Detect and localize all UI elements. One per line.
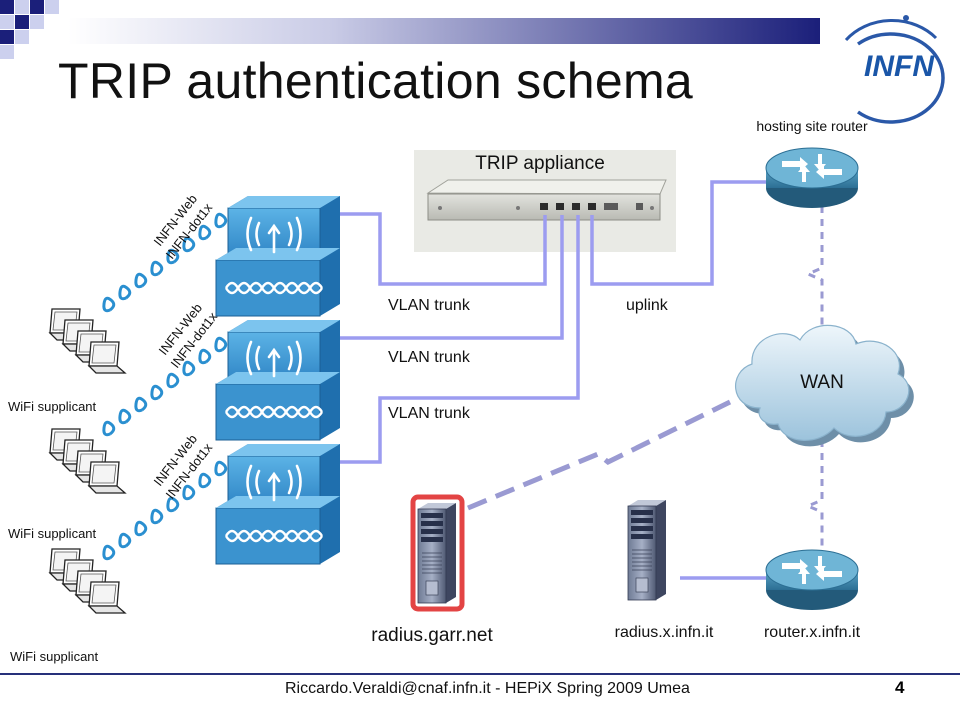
slide-title: TRIP authentication schema bbox=[58, 53, 693, 109]
footer-text: Riccardo.Veraldi@cnaf.infn.it - HEPiX Sp… bbox=[285, 680, 690, 697]
radius-garr-server-icon bbox=[417, 502, 457, 604]
vlan-trunk-link-1 bbox=[322, 212, 547, 286]
header-bar bbox=[68, 18, 820, 44]
vlan-trunk-label-1: VLAN trunk bbox=[388, 297, 471, 314]
access-point-1 bbox=[214, 194, 342, 318]
vlan-trunk-link-2 bbox=[322, 215, 564, 340]
vlan-trunk-label-2: VLAN trunk bbox=[388, 349, 471, 366]
garr-wan-link bbox=[467, 399, 732, 511]
hosting-router-label: hosting site router bbox=[756, 118, 868, 134]
laptop-group-3 bbox=[50, 549, 125, 613]
wan-cloud bbox=[735, 324, 914, 447]
page-number: 4 bbox=[895, 678, 905, 697]
radius-garr-label: radius.garr.net bbox=[371, 625, 493, 646]
infn-logo: INFN bbox=[844, 15, 945, 124]
access-point-3 bbox=[214, 442, 342, 566]
wifi-supplicant-label-3: WiFi supplicant bbox=[10, 649, 99, 664]
network-links bbox=[322, 180, 766, 580]
laptop-group-1 bbox=[50, 309, 125, 373]
wan-label: WAN bbox=[800, 372, 844, 393]
uplink-label: uplink bbox=[626, 297, 669, 314]
local-router-icon bbox=[765, 549, 859, 611]
vlan-trunk-label-3: VLAN trunk bbox=[388, 405, 471, 422]
trip-appliance-label: TRIP appliance bbox=[475, 153, 605, 174]
wifi-supplicant-label-2: WiFi supplicant bbox=[8, 526, 97, 541]
infn-logo-text: INFN bbox=[864, 50, 935, 83]
laptop-group-2 bbox=[50, 429, 125, 493]
router-local-label: router.x.infn.it bbox=[764, 624, 861, 641]
access-point-2 bbox=[214, 318, 342, 442]
vlan-trunk-link-3 bbox=[322, 215, 580, 464]
wan-links bbox=[804, 206, 824, 555]
wifi-supplicant-label-1: WiFi supplicant bbox=[8, 399, 97, 414]
wifi-waves bbox=[102, 212, 228, 561]
radius-local-server-icon bbox=[627, 499, 667, 601]
garr-server-highlight bbox=[410, 494, 465, 612]
radius-local-label: radius.x.infn.it bbox=[615, 624, 714, 641]
footer-separator bbox=[0, 673, 960, 675]
hosting-router-icon bbox=[765, 147, 859, 209]
uplink-link bbox=[590, 180, 766, 286]
